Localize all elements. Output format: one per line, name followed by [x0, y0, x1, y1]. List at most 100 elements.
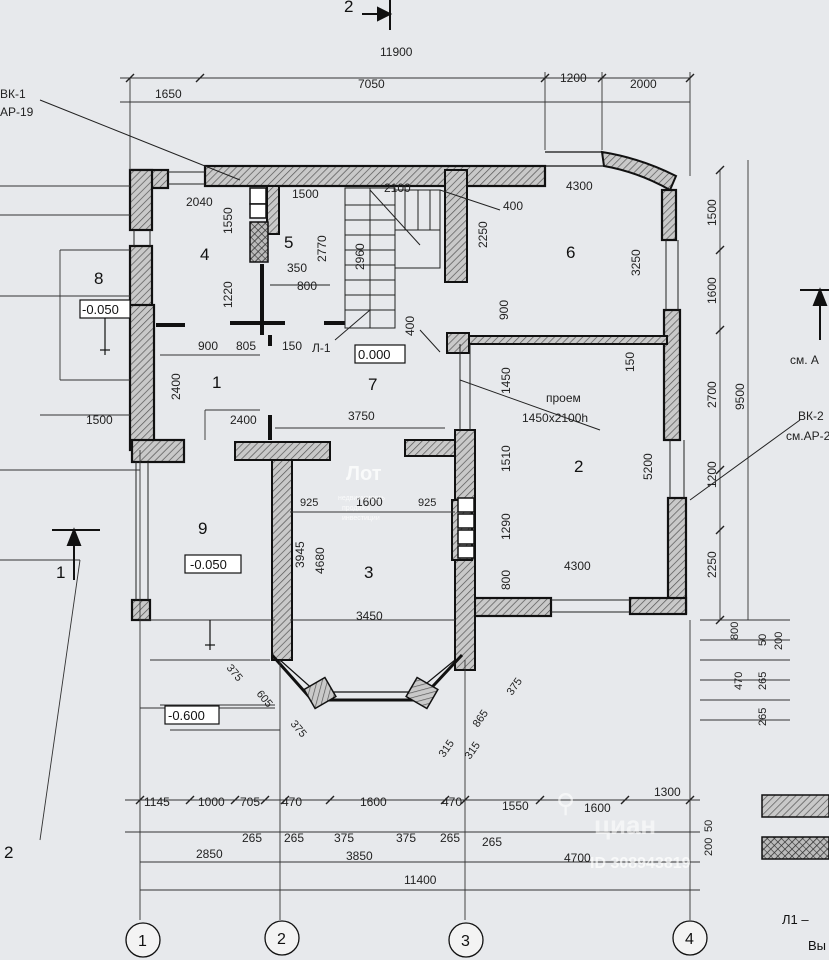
svg-text:925: 925 [300, 497, 318, 509]
legend-swatches [761, 794, 829, 860]
svg-text:1145: 1145 [144, 795, 170, 809]
callout-labels: ВК-1 АР-19 ВК-2 см.АР-2 см. А [0, 87, 829, 443]
svg-text:375: 375 [334, 831, 354, 845]
opening-size: 1450x2100h [522, 411, 588, 425]
svg-text:3250: 3250 [629, 249, 643, 276]
cian-location-icon: ⚲ [556, 789, 575, 819]
svg-text:470: 470 [442, 795, 462, 809]
svg-text:605: 605 [254, 688, 275, 710]
svg-text:1510: 1510 [499, 445, 513, 472]
svg-text:2100: 2100 [384, 181, 411, 195]
cian-watermark: ⚲ циан ID 308943819 [556, 789, 691, 872]
callout-ar19: АР-19 [0, 105, 34, 119]
svg-text:1600: 1600 [705, 277, 719, 304]
svg-text:2770: 2770 [315, 235, 329, 262]
vent-blocks [249, 187, 475, 559]
stair-label: Л-1 [312, 341, 331, 355]
svg-text:1600: 1600 [584, 801, 611, 815]
svg-text:2700: 2700 [705, 381, 719, 408]
room-6: 6 [566, 243, 575, 262]
room-9: 9 [198, 519, 207, 538]
svg-text:315: 315 [437, 738, 457, 760]
dim-overall-bottom: 11400 [404, 873, 437, 887]
svg-text:9500: 9500 [733, 383, 747, 410]
svg-text:2850: 2850 [196, 847, 223, 861]
room-8: 8 [94, 269, 103, 288]
svg-text:1450: 1450 [499, 367, 513, 394]
svg-text:циан: циан [594, 810, 656, 840]
level-room8: -0.050 [82, 302, 119, 317]
top-dimension-labels: 11900 1650 7050 1200 2000 [155, 45, 657, 101]
dim-top-2: 7050 [358, 77, 385, 91]
svg-text:1300: 1300 [654, 785, 681, 799]
svg-text:50: 50 [757, 634, 769, 646]
svg-text:375: 375 [505, 676, 525, 698]
svg-text:265: 265 [440, 831, 460, 845]
room-2: 2 [574, 457, 583, 476]
svg-text:800: 800 [729, 622, 741, 640]
svg-text:375: 375 [288, 718, 309, 740]
section-mark-top: 2 [344, 0, 353, 16]
svg-text:800: 800 [499, 570, 513, 590]
opening-label: проем [546, 391, 581, 405]
svg-text:2960: 2960 [353, 243, 367, 270]
level-labels: -0.050 0.000 -0.050 -0.600 [82, 302, 391, 723]
svg-text:недвижимость: недвижимость [338, 495, 385, 502]
svg-text:1220: 1220 [221, 281, 235, 308]
section-mark-left: 1 [56, 563, 65, 582]
svg-text:Лот: Лот [346, 463, 382, 485]
svg-text:1290: 1290 [499, 513, 513, 540]
svg-text:1500: 1500 [86, 413, 113, 427]
svg-text:3945: 3945 [293, 541, 307, 568]
legend-vy: Вы [808, 938, 826, 953]
grid-axis-bubbles [125, 920, 708, 958]
level-markers [79, 299, 406, 725]
svg-text:470: 470 [733, 672, 745, 690]
level-porch: -0.600 [168, 708, 205, 723]
opening-note: проем 1450x2100h Л-1 [312, 341, 588, 425]
svg-text:925: 925 [418, 497, 436, 509]
legend-text: Л1 – Вы [782, 912, 826, 953]
svg-text:265: 265 [242, 831, 262, 845]
svg-text:1000: 1000 [198, 795, 225, 809]
right-dimension-labels: 1500 1600 2700 1200 2250 9500 800 50 200… [703, 199, 785, 856]
svg-text:2400: 2400 [169, 373, 183, 400]
svg-text:1600: 1600 [360, 795, 387, 809]
svg-text:3750: 3750 [348, 409, 375, 423]
svg-text:1200: 1200 [705, 461, 719, 488]
callout-see-a: см. А [790, 353, 819, 367]
room-4: 4 [200, 245, 209, 264]
level-room9: -0.050 [190, 557, 227, 572]
axis-4: 4 [685, 931, 694, 948]
interior-walls [234, 169, 668, 671]
svg-text:3450: 3450 [356, 609, 383, 623]
svg-text:265: 265 [284, 831, 304, 845]
legend-l1: Л1 – [782, 912, 809, 927]
svg-text:50: 50 [703, 820, 715, 832]
svg-text:4700: 4700 [564, 851, 591, 865]
callout-vk1: ВК-1 [0, 87, 26, 101]
svg-text:продажа: продажа [342, 505, 370, 512]
section-marks [52, 0, 829, 580]
window-lines [133, 171, 685, 613]
svg-text:5200: 5200 [641, 453, 655, 480]
axis-labels: 1 2 3 4 [138, 931, 694, 950]
room-numbers: 1 2 3 4 5 6 7 8 9 [94, 233, 583, 582]
svg-text:315: 315 [463, 740, 483, 762]
dim-overall-top: 11900 [380, 45, 413, 59]
svg-text:2250: 2250 [476, 221, 490, 248]
svg-text:2250: 2250 [705, 551, 719, 578]
svg-text:1550: 1550 [221, 207, 235, 234]
svg-text:2400: 2400 [230, 413, 257, 427]
level-room7: 0.000 [358, 347, 391, 362]
axis-1: 1 [138, 933, 147, 950]
staircase [344, 187, 441, 329]
axis-3: 3 [461, 933, 470, 950]
svg-text:1550: 1550 [502, 799, 529, 813]
svg-text:1500: 1500 [705, 199, 719, 226]
leader-lines [39, 99, 801, 501]
svg-text:1500: 1500 [292, 187, 319, 201]
section-mark-bottom-left: 2 [4, 843, 13, 862]
svg-text:150: 150 [282, 339, 302, 353]
